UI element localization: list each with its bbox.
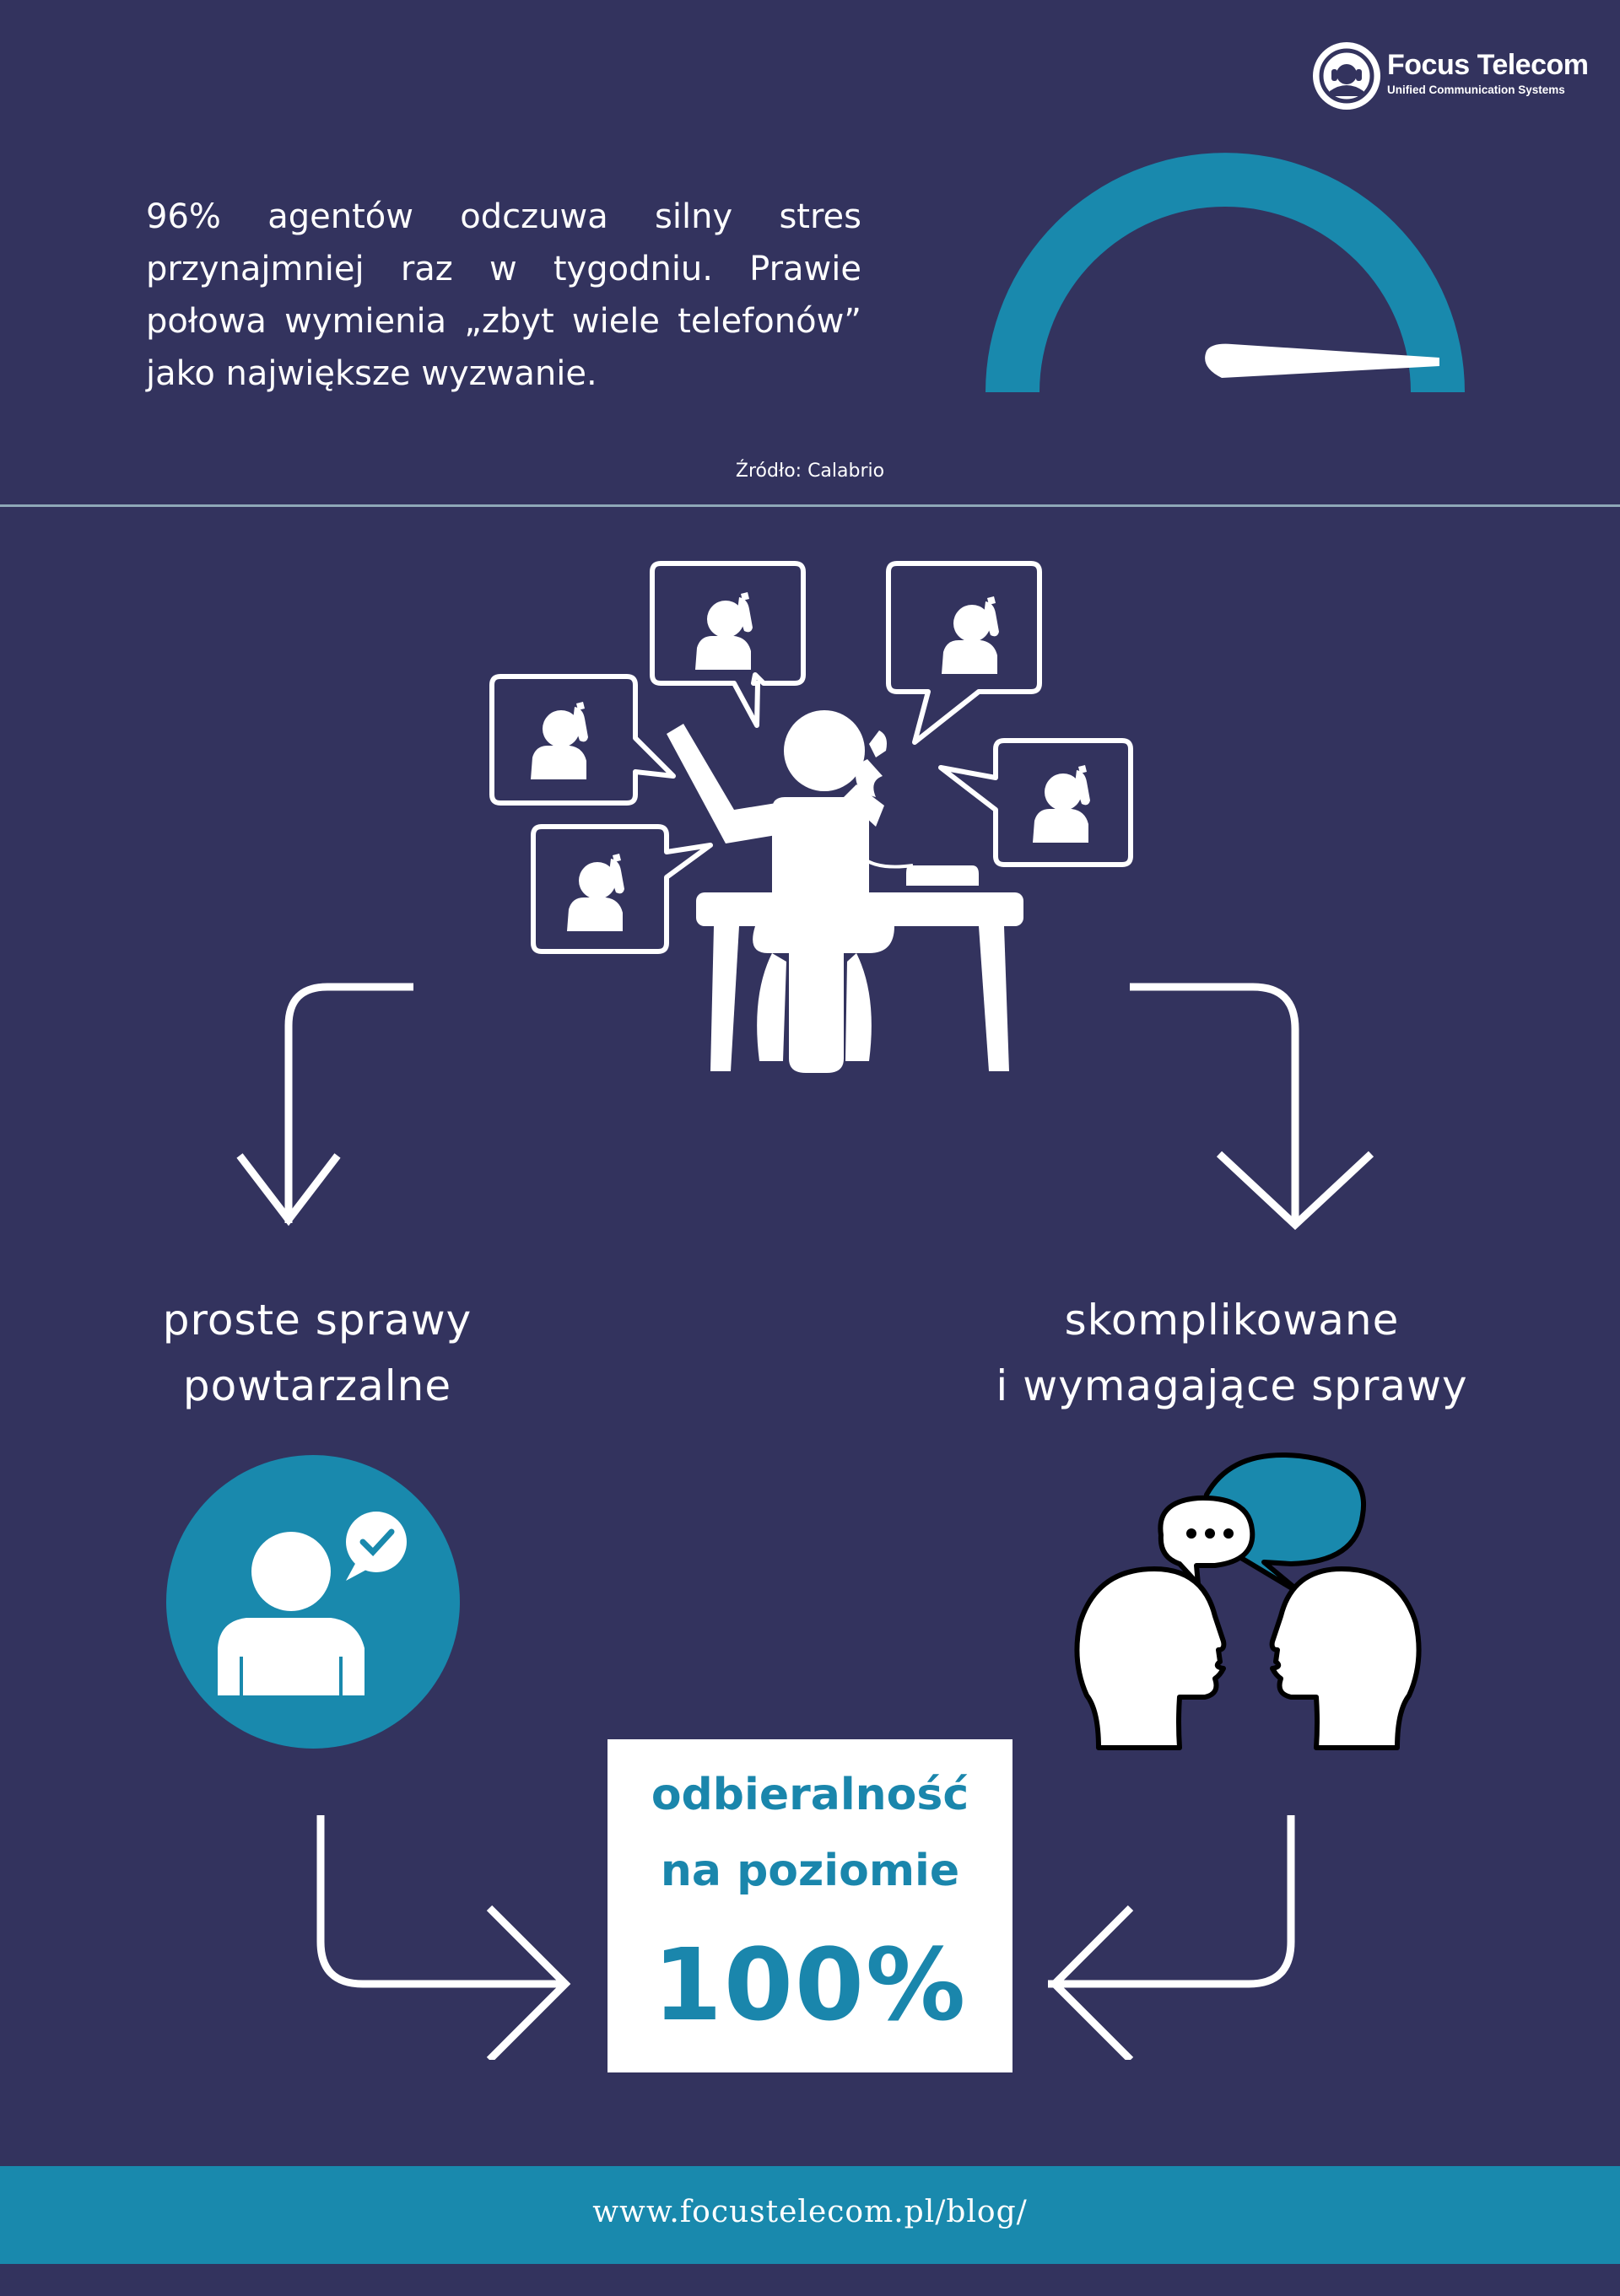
arrow-down-right-icon	[1130, 983, 1374, 1231]
blog-link[interactable]: www.focustelecom.pl/blog/	[592, 2195, 1028, 2229]
section-divider	[0, 504, 1620, 507]
arrow-left-icon	[1048, 1815, 1295, 2060]
gauge-arc	[986, 153, 1465, 393]
complex-cases-label: skomplikowane i wymagające sprawy	[937, 1287, 1527, 1419]
arrow-down-left-icon	[236, 983, 413, 1226]
result-percent: 100%	[652, 1927, 968, 2043]
caller-icon	[1033, 765, 1090, 843]
headset-logo-icon	[1313, 42, 1380, 110]
stress-gauge	[986, 153, 1465, 393]
simple-cases-line2: powtarzalne	[182, 1361, 452, 1410]
brand-tagline: Unified Communication Systems	[1387, 84, 1565, 96]
caller-icon	[695, 592, 753, 670]
source-note: Źródło: Calabrio	[735, 461, 885, 482]
result-line1: odbieralność	[651, 1770, 969, 1820]
brand-name: Focus Telecom	[1387, 49, 1589, 81]
gauge-needle	[1205, 343, 1439, 378]
caller-icon	[942, 596, 999, 674]
conversation-heads-icon	[1074, 1453, 1422, 1750]
speech-bubble-icon	[531, 824, 713, 954]
caller-icon	[567, 854, 624, 931]
agent-icon	[667, 710, 1023, 1073]
user-check-icon	[166, 1455, 460, 1749]
speech-bubble-icon	[650, 561, 806, 728]
footer-bar: www.focustelecom.pl/blog/	[0, 2166, 1620, 2264]
result-line2: na poziomie	[660, 1846, 960, 1896]
speech-bubble-icon	[489, 674, 676, 806]
simple-cases-line1: proste sprawy	[162, 1296, 472, 1345]
speech-bubble-icon	[886, 561, 1042, 745]
arrow-right-icon	[316, 1815, 571, 2060]
overloaded-agent-illustration	[489, 561, 1133, 1073]
caller-icon	[531, 702, 588, 779]
complex-cases-line2: i wymagające sprawy	[996, 1361, 1468, 1410]
result-box: odbieralność na poziomie 100%	[608, 1739, 1012, 2072]
simple-cases-label: proste sprawy powtarzalne	[22, 1287, 613, 1419]
stat-text: 96% agentów odczuwa silny stres przynajm…	[146, 197, 861, 393]
speech-bubble-icon	[938, 738, 1133, 867]
brand-logo[interactable]: Focus Telecom Unified Communication Syst…	[1313, 40, 1589, 110]
complex-cases-line1: skomplikowane	[1064, 1296, 1400, 1345]
